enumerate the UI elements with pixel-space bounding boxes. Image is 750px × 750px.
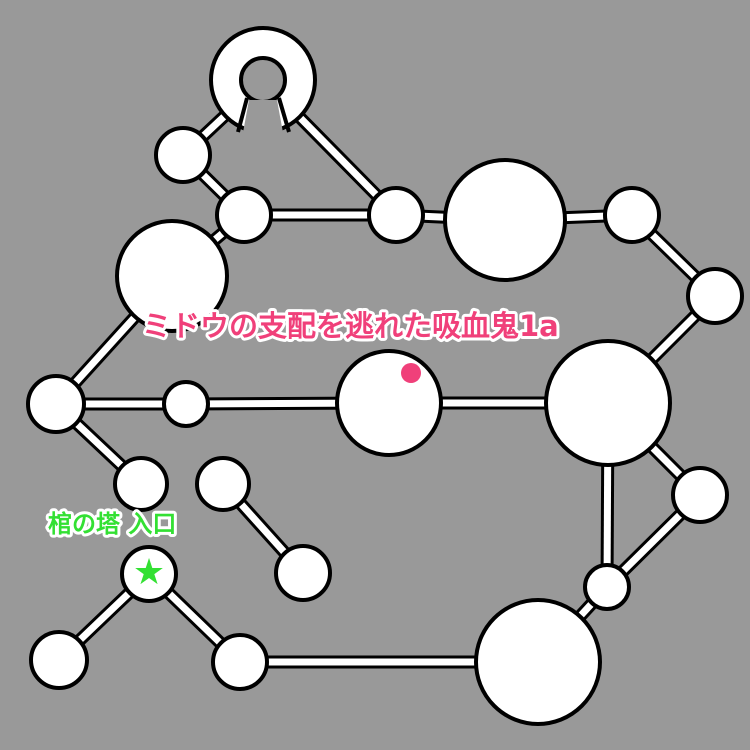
room-node-star[interactable] <box>120 545 178 603</box>
room-node-n_bl[interactable] <box>29 630 89 690</box>
large-room-node-L5[interactable] <box>474 598 602 726</box>
large-room-node-L2[interactable] <box>115 219 229 333</box>
room-node-n_b[interactable] <box>367 186 425 244</box>
room-node-n_br[interactable] <box>583 563 631 611</box>
large-room-node-L4[interactable] <box>544 339 672 467</box>
room-node-n_ul[interactable] <box>154 126 212 184</box>
large-room-node-L1[interactable] <box>443 158 567 282</box>
map-nodes <box>26 126 744 726</box>
room-node-n_l[interactable] <box>26 374 86 434</box>
large-room-node-L3[interactable] <box>335 349 443 457</box>
entrance-star-icon[interactable]: ★ <box>133 552 165 593</box>
target-label: ミドウの支配を逃れた吸血鬼1a <box>142 309 559 343</box>
room-node-n_c3[interactable] <box>274 544 332 602</box>
room-node-n_c1[interactable] <box>113 456 169 512</box>
target-marker-dot[interactable] <box>401 363 421 383</box>
room-node-n_r3[interactable] <box>671 466 729 524</box>
room-node-n_bm[interactable] <box>211 633 269 691</box>
room-node-n_a[interactable] <box>215 186 273 244</box>
room-node-n_s1[interactable] <box>162 380 210 428</box>
room-node-n_r2[interactable] <box>686 267 744 325</box>
room-node-n_r1[interactable] <box>603 186 661 244</box>
entrance-label: 棺の塔 入口 <box>48 510 176 538</box>
ring-node[interactable] <box>209 26 317 138</box>
room-node-n_c2[interactable] <box>195 456 251 512</box>
